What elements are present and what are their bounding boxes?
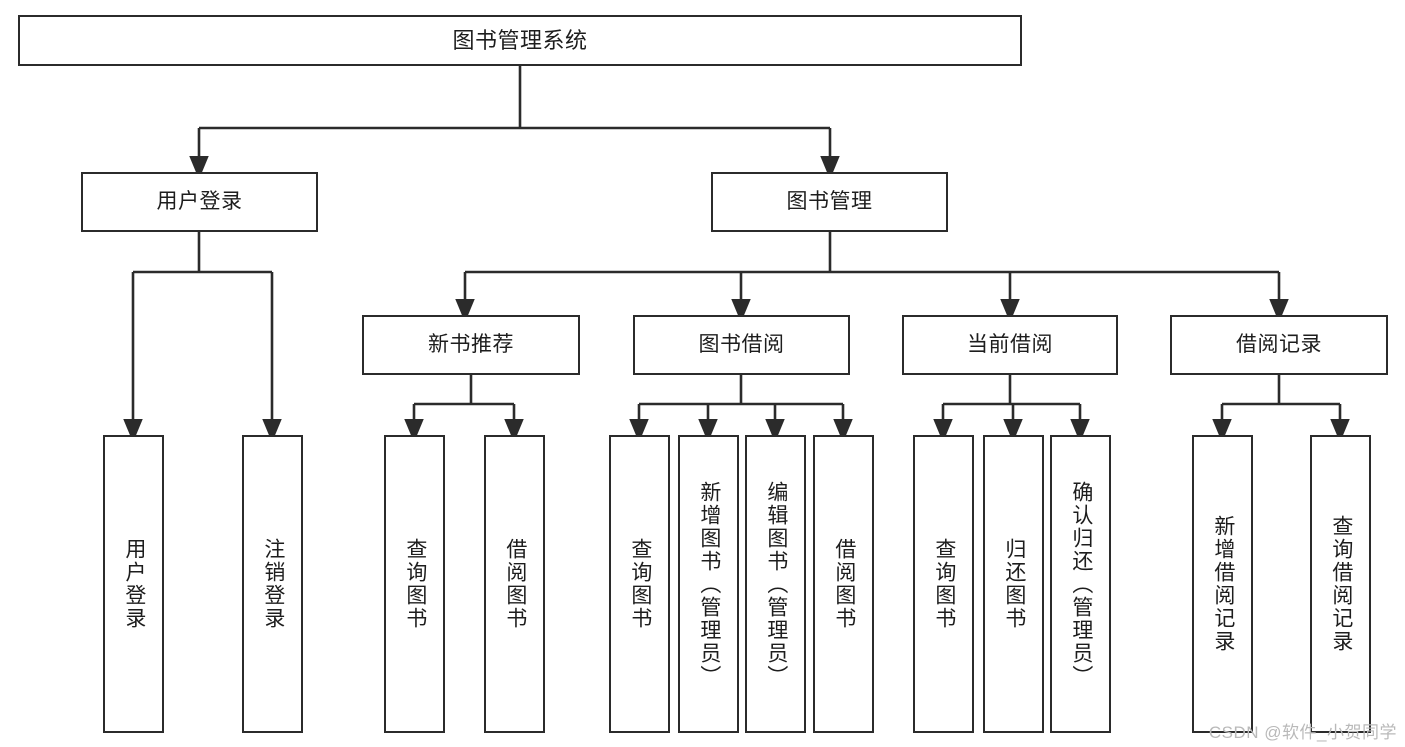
leaf-label: 编辑图书（管理员）: [764, 480, 788, 688]
leaf-label: 查询图书: [628, 538, 652, 630]
leaf-user-login-signout[interactable]: 注销登录: [242, 435, 303, 733]
node-root-system[interactable]: 图书管理系统: [18, 15, 1022, 66]
leaf-user-login-signin[interactable]: 用户登录: [103, 435, 164, 733]
node-label: 用户登录: [156, 189, 243, 213]
node-borrow-records[interactable]: 借阅记录: [1170, 315, 1388, 375]
node-new-book-recommend[interactable]: 新书推荐: [362, 315, 580, 375]
leaf-label: 查询借阅记录: [1329, 515, 1353, 653]
leaf-label: 确认归还（管理员）: [1069, 480, 1093, 688]
leaf-label: 新增借阅记录: [1211, 515, 1235, 653]
node-user-login[interactable]: 用户登录: [81, 172, 318, 232]
leaf-borrow-query-book[interactable]: 查询图书: [609, 435, 670, 733]
leaf-current-query-book[interactable]: 查询图书: [913, 435, 974, 733]
node-label: 当前借阅: [967, 332, 1053, 356]
leaf-label: 新增图书（管理员）: [697, 480, 721, 688]
leaf-label: 借阅图书: [503, 538, 527, 630]
leaf-label: 查询图书: [932, 538, 956, 630]
node-book-management[interactable]: 图书管理: [711, 172, 948, 232]
leaf-label: 查询图书: [403, 538, 427, 630]
leaf-recommend-query-book[interactable]: 查询图书: [384, 435, 445, 733]
leaf-label: 借阅图书: [832, 538, 856, 630]
watermark-credit: CSDN @软件_小贺同学: [1208, 723, 1397, 742]
leaf-current-confirm-return-admin[interactable]: 确认归还（管理员）: [1050, 435, 1111, 733]
node-label: 新书推荐: [428, 332, 514, 356]
leaf-borrow-borrow-book[interactable]: 借阅图书: [813, 435, 874, 733]
leaf-label: 归还图书: [1002, 538, 1026, 630]
leaf-records-query-record[interactable]: 查询借阅记录: [1310, 435, 1371, 733]
node-label: 图书借阅: [698, 332, 785, 356]
node-book-borrow[interactable]: 图书借阅: [633, 315, 850, 375]
node-label: 图书管理系统: [452, 27, 588, 53]
leaf-recommend-borrow-book[interactable]: 借阅图书: [484, 435, 545, 733]
node-label: 借阅记录: [1236, 332, 1322, 356]
leaf-borrow-add-book-admin[interactable]: 新增图书（管理员）: [678, 435, 739, 733]
node-current-borrow[interactable]: 当前借阅: [902, 315, 1118, 375]
leaf-label: 注销登录: [261, 538, 285, 630]
leaf-borrow-edit-book-admin[interactable]: 编辑图书（管理员）: [745, 435, 806, 733]
leaf-current-return-book[interactable]: 归还图书: [983, 435, 1044, 733]
node-label: 图书管理: [786, 189, 873, 213]
leaf-label: 用户登录: [122, 538, 146, 630]
leaf-records-add-record[interactable]: 新增借阅记录: [1192, 435, 1253, 733]
